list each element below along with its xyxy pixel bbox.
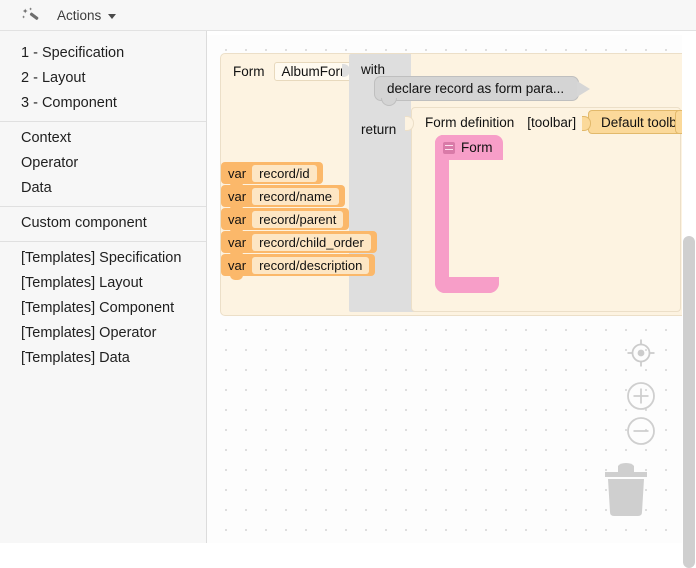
block-connector-notch <box>342 64 350 77</box>
var-value-field[interactable]: record/child_order <box>252 234 371 251</box>
sidebar-item-templates-data[interactable]: [Templates] Data <box>0 346 206 371</box>
list-icon <box>443 142 455 154</box>
block-var-record-child-order[interactable]: var record/child_order <box>221 231 377 253</box>
var-keyword: var <box>228 166 246 181</box>
var-value-field[interactable]: record/name <box>252 188 339 205</box>
block-form-component[interactable]: Form <box>435 135 499 293</box>
block-var-record-parent[interactable]: var record/parent <box>221 208 349 230</box>
block-connector-notch <box>405 116 414 131</box>
magic-wand-icon[interactable] <box>21 6 41 26</box>
sidebar-group-main: 1 - Specification 2 - Layout 3 - Compone… <box>0 37 206 121</box>
block-form-definition-header: Form definition [toolbar] <box>425 115 576 130</box>
sidebar-item-templates-layout[interactable]: [Templates] Layout <box>0 271 206 296</box>
block-form-component-slot <box>449 160 499 277</box>
sidebar-item-specification[interactable]: 1 - Specification <box>0 41 206 66</box>
var-value-field[interactable]: record/description <box>252 257 369 274</box>
sidebar-group-core: Context Operator Data <box>0 121 206 206</box>
sidebar-item-custom-component[interactable]: Custom component <box>0 211 206 236</box>
var-keyword: var <box>228 212 246 227</box>
var-value-field[interactable]: record/id <box>252 165 317 182</box>
var-keyword: var <box>228 235 246 250</box>
sidebar-item-component[interactable]: 3 - Component <box>0 91 206 116</box>
zoom-out-icon[interactable] <box>626 416 656 451</box>
block-connector-notch <box>582 116 591 131</box>
sidebar-item-context[interactable]: Context <box>0 126 206 151</box>
return-label: return <box>361 122 396 137</box>
declare-record-label: declare record as form para... <box>387 81 564 96</box>
sidebar-item-operator[interactable]: Operator <box>0 151 206 176</box>
actions-menu-button[interactable]: Actions <box>57 0 116 31</box>
form-definition-toolbar-slot-label: [toolbar] <box>527 115 576 130</box>
vertical-scrollbar-track[interactable] <box>682 31 696 543</box>
block-form-component-label: Form <box>461 140 493 155</box>
zoom-in-icon[interactable] <box>626 381 656 416</box>
blockly-editor-app: Actions 1 - Specification 2 - Layout 3 -… <box>0 0 696 543</box>
block-var-record-name[interactable]: var record/name <box>221 185 345 207</box>
sidebar-group-custom: Custom component <box>0 206 206 241</box>
sidebar-item-templates-component[interactable]: [Templates] Component <box>0 296 206 321</box>
block-var-record-id[interactable]: var record/id <box>221 162 323 184</box>
block-form-keyword: Form <box>233 64 265 79</box>
sidebar-item-layout[interactable]: 2 - Layout <box>0 66 206 91</box>
block-form-component-header: Form <box>435 135 503 160</box>
sidebar-item-data[interactable]: Data <box>0 176 206 201</box>
sidebar-group-templates: [Templates] Specification [Templates] La… <box>0 241 206 376</box>
block-var-record-description[interactable]: var record/description <box>221 254 375 276</box>
block-form-root-header: Form AlbumForm <box>233 62 359 81</box>
chevron-down-icon <box>108 14 116 19</box>
vertical-scrollbar-thumb[interactable] <box>683 236 695 568</box>
workspace-canvas[interactable]: Form AlbumForm with return declare recor… <box>207 35 696 543</box>
with-label: with <box>361 62 385 77</box>
top-toolbar: Actions <box>0 0 696 31</box>
var-keyword: var <box>228 258 246 273</box>
sidebar-item-templates-specification[interactable]: [Templates] Specification <box>0 246 206 271</box>
sidebar: 1 - Specification 2 - Layout 3 - Compone… <box>0 31 207 543</box>
center-target-icon[interactable] <box>626 338 656 373</box>
var-keyword: var <box>228 189 246 204</box>
var-value-field[interactable]: record/parent <box>252 211 343 228</box>
actions-menu-label: Actions <box>57 8 101 23</box>
sidebar-item-templates-operator[interactable]: [Templates] Operator <box>0 321 206 346</box>
block-form-component-footer <box>435 277 499 293</box>
block-declare-record[interactable]: declare record as form para... <box>374 76 579 101</box>
form-definition-title: Form definition <box>425 115 514 130</box>
bubble-arrow-icon <box>577 81 590 97</box>
trash-icon[interactable] <box>601 460 651 525</box>
